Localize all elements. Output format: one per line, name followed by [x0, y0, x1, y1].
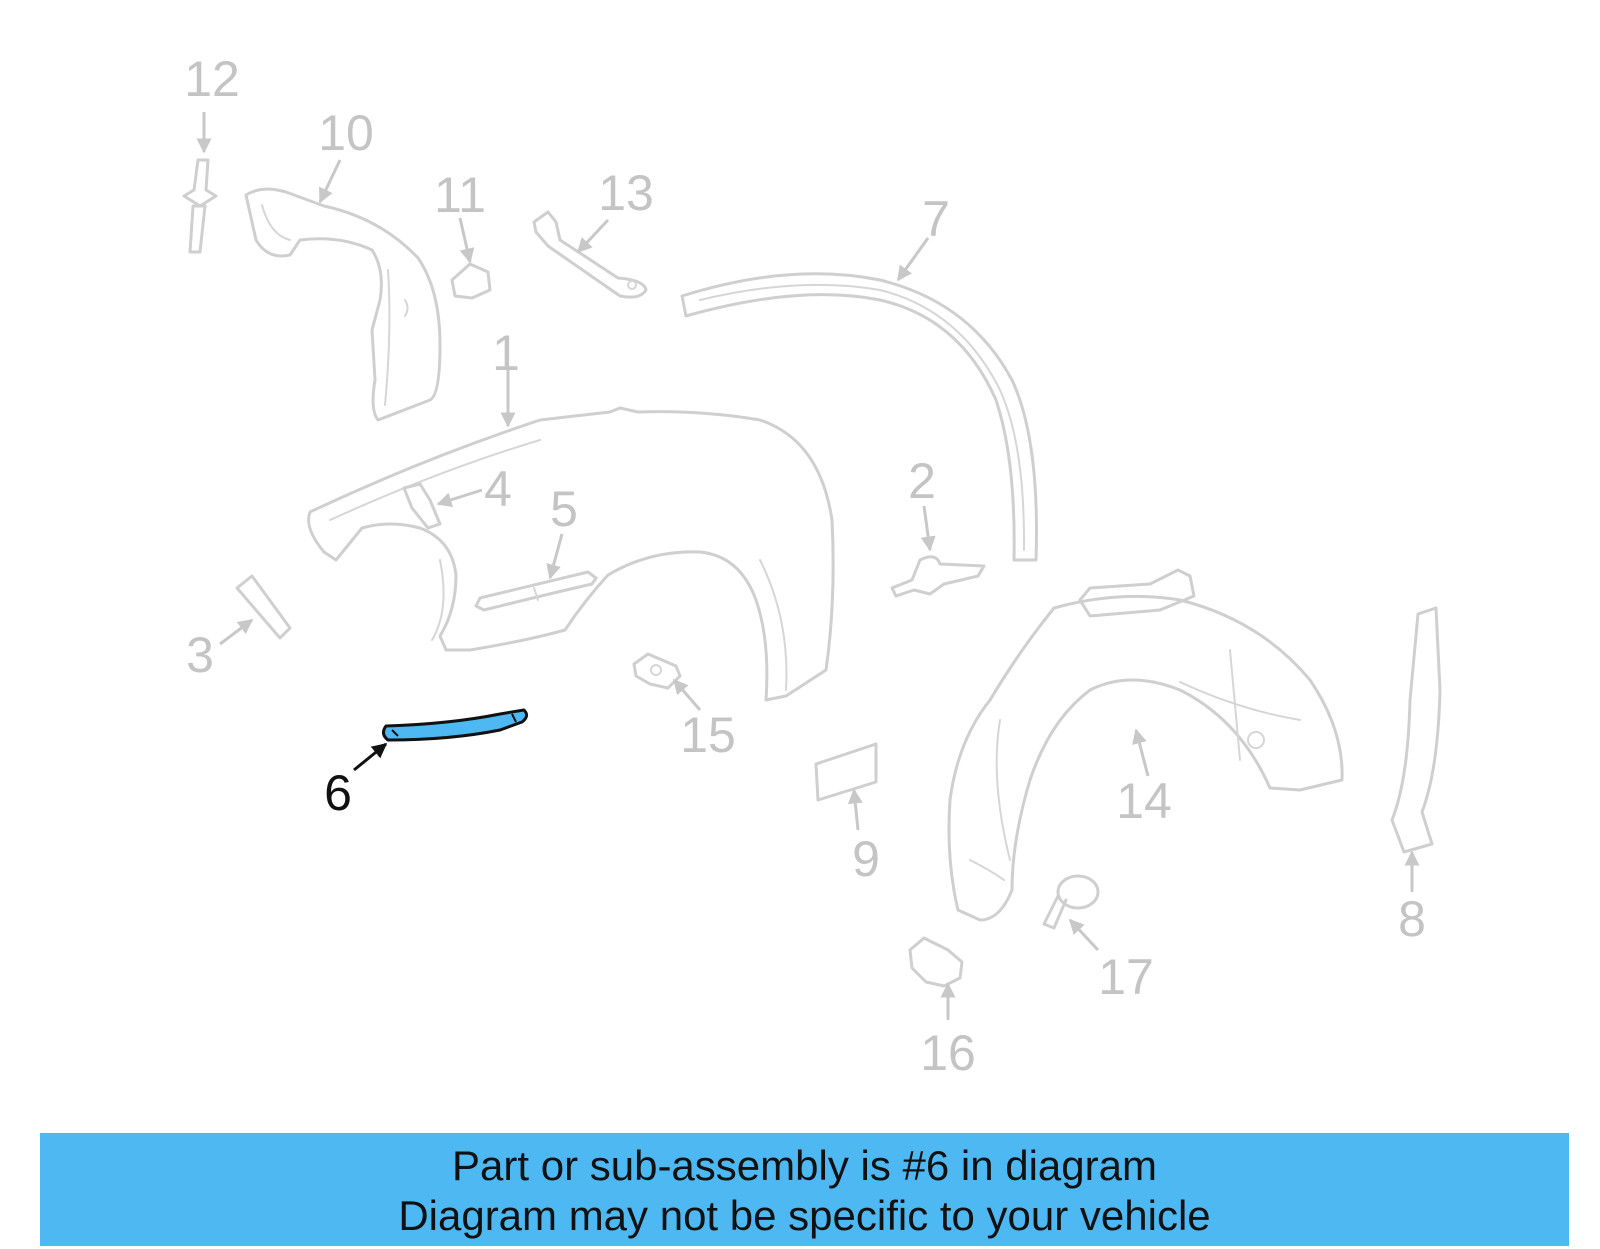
label-1: 1 — [492, 325, 520, 381]
part-17-bolt — [1042, 874, 1100, 930]
part-1-fender — [307, 406, 835, 702]
label-17: 17 — [1098, 949, 1154, 1005]
banner-line-1: Part or sub-assembly is #6 in diagram — [452, 1142, 1157, 1189]
label-7: 7 — [922, 191, 950, 247]
part-10-liner — [244, 187, 442, 422]
part-2-bracket — [890, 555, 986, 598]
label-13: 13 — [598, 165, 654, 221]
part-9-pad — [814, 742, 878, 802]
part-15-nut-clip — [632, 652, 682, 690]
label-2: 2 — [908, 453, 936, 509]
part-6-deflector — [381, 708, 529, 742]
label-8: 8 — [1398, 891, 1426, 947]
part-8-seal — [1390, 606, 1442, 854]
info-banner: Part or sub-assembly is #6 in diagram Di… — [40, 1133, 1569, 1246]
part-3-pad — [235, 574, 292, 640]
part-16-clip — [908, 936, 964, 988]
label-15: 15 — [680, 707, 736, 763]
part-13-bracket — [532, 210, 648, 299]
label-12: 12 — [184, 51, 240, 107]
label-4: 4 — [484, 461, 512, 517]
label-9: 9 — [852, 831, 880, 887]
label-3: 3 — [186, 627, 214, 683]
part-7-wheel-molding — [680, 272, 1038, 562]
part-12-push-pin — [182, 158, 218, 254]
part-4-clip — [402, 482, 442, 530]
part-14-wheelhouse-liner — [947, 568, 1344, 922]
banner-line-2: Diagram may not be specific to your vehi… — [398, 1192, 1211, 1239]
label-10: 10 — [318, 105, 374, 161]
part-5-support — [474, 570, 598, 612]
label-6: 6 — [324, 765, 352, 821]
label-5: 5 — [550, 481, 578, 537]
label-14: 14 — [1116, 773, 1172, 829]
label-16: 16 — [920, 1025, 976, 1081]
parts-diagram: 12 10 11 13 7 1 4 5 2 3 6 15 9 14 8 17 1… — [182, 51, 1442, 1081]
leader-lines — [196, 112, 1420, 1020]
part-11-clip — [450, 262, 492, 300]
label-11: 11 — [434, 167, 486, 223]
